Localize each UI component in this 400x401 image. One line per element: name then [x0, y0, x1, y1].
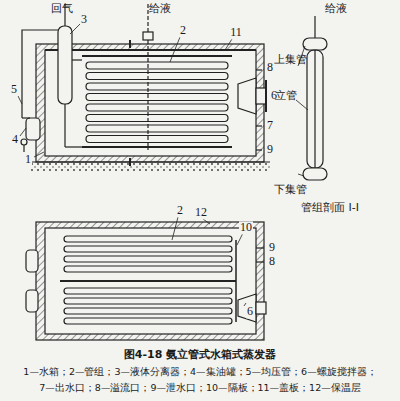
figure-caption: 图4-18 氨立管式水箱式蒸发器	[124, 349, 276, 361]
callout-number: 6	[246, 305, 254, 318]
tube-loop	[86, 136, 228, 143]
part-key: 1—水箱；2—管组；3—液体分离器；4—集油罐；5—均压管；6—螺旋搅拌器；	[23, 367, 376, 377]
tube-loop	[64, 288, 232, 294]
part-label: 上集管	[274, 54, 307, 66]
tube-loop	[86, 115, 228, 122]
tube-loop	[64, 246, 232, 252]
part-label: 回气	[51, 3, 73, 15]
tube-loop	[64, 266, 232, 272]
tube-loop	[86, 125, 228, 132]
tube-loop	[86, 73, 228, 80]
callout-number: 2	[176, 204, 184, 217]
tube-loop	[86, 104, 228, 111]
callout-number: 9	[268, 241, 276, 254]
callout-number: 11	[229, 26, 243, 39]
callout-number: 3	[80, 13, 88, 26]
callout-number: 9	[266, 143, 274, 156]
callout-number: 12	[194, 206, 208, 219]
tube-loop	[64, 256, 232, 262]
callout-number: 8	[266, 61, 274, 74]
callout-number: 5	[10, 83, 18, 96]
tube-loop	[86, 83, 228, 90]
part-label: 立管	[275, 90, 297, 102]
tube-loop	[86, 94, 228, 101]
part-label: 给液	[149, 3, 171, 15]
callout-number: 7	[266, 119, 274, 132]
part-label: 下集管	[274, 184, 307, 196]
part-label: 管组剖面 I-I	[301, 202, 359, 214]
callout-number: 2	[179, 24, 187, 37]
part-label: 给液	[325, 3, 347, 15]
callout-number: 4	[11, 133, 19, 146]
tube-loop	[64, 236, 232, 242]
callout-number: 1	[24, 153, 32, 166]
tube-loop	[64, 308, 232, 314]
tube-loop	[86, 62, 228, 69]
callout-number: 10	[239, 221, 253, 234]
tube-loop	[64, 318, 232, 324]
tube-loop	[64, 298, 232, 304]
callout-number: 8	[268, 255, 276, 268]
part-key: 7—出水口；8—溢流口；9—泄水口；10—隔板；11—盖板；12—保温层	[39, 383, 360, 393]
